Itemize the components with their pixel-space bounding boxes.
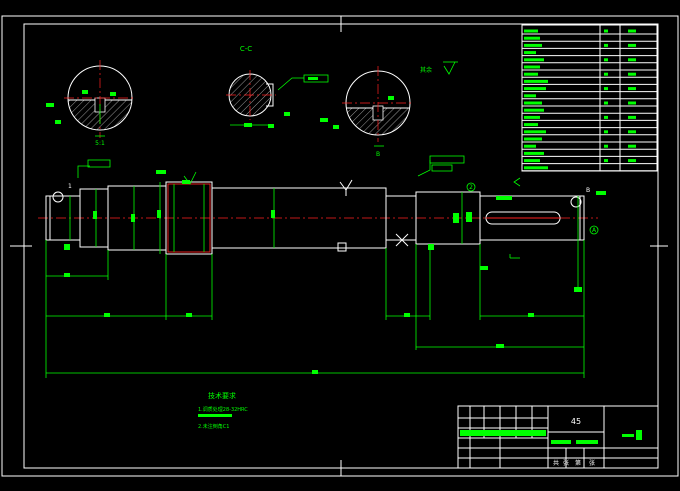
parameter-table-row-value <box>604 87 608 91</box>
parameter-table-row-value <box>628 87 636 91</box>
technical-requirements: 技术要求 1.调质处理28-32HRC 2.未注倒角C1 <box>198 391 248 430</box>
parameter-table-row-value <box>604 72 608 76</box>
title-block-logo-mark-2 <box>636 430 642 440</box>
parameter-table-row-value <box>604 144 608 148</box>
parameter-table-row-label <box>524 144 536 148</box>
small-square-marker <box>337 242 347 252</box>
parameter-table-row-value <box>604 130 608 134</box>
parameter-table-row-label <box>524 130 546 134</box>
parameter-table-row-value <box>628 115 636 119</box>
section-left-scale: 5:1 <box>95 140 105 147</box>
parameter-table-row-label <box>524 108 544 112</box>
parameter-table-row-value <box>628 58 636 62</box>
tech-req-item-1: 1.调质处理28-32HRC <box>198 406 248 413</box>
title-block-material: 45 <box>571 417 581 426</box>
parameter-table-row-label <box>524 43 542 47</box>
parameter-table-row-value <box>604 29 608 33</box>
datum-a-label: A <box>592 227 597 234</box>
parameter-table-row-label <box>524 29 538 33</box>
title-block-cell-4: 张 <box>589 459 595 467</box>
section-right-scale: B <box>376 151 380 158</box>
balloon-2-label: 2 <box>469 184 473 191</box>
datum-markers: 2 A 1 B <box>68 182 599 235</box>
dimension-lines <box>45 155 606 378</box>
tech-req-item-2: 2.未注倒角C1 <box>198 423 229 430</box>
inner-drawing-frame <box>23 23 659 469</box>
balloon-1-label: 1 <box>68 183 72 190</box>
title-block-label-scale <box>551 440 571 444</box>
parameter-table-row-value <box>604 43 608 47</box>
parameter-table-row-value <box>628 159 636 163</box>
title-block-label-weight <box>576 440 598 444</box>
title-block-cell-1: 共 <box>553 459 559 467</box>
tech-req-title: 技术要求 <box>208 391 236 400</box>
parameter-table-row-label <box>524 51 536 55</box>
parameter-table-row-label <box>524 159 540 163</box>
parameter-table-row-label <box>524 87 546 91</box>
parameter-table-row-value <box>628 130 636 134</box>
parameter-table-row-label <box>524 115 540 119</box>
parameter-table-row-value <box>628 72 636 76</box>
title-block-cell-2: 张 <box>563 459 569 467</box>
section-view-left: 5:1 <box>46 60 136 147</box>
parameter-table <box>521 24 658 172</box>
parameter-table-row-label <box>524 101 542 105</box>
parameter-table-row-value <box>628 43 636 47</box>
parameter-table-row-value <box>604 58 608 62</box>
title-block-cell-3: 第 <box>575 459 581 467</box>
title-block: 45 共 张 第 张 <box>457 405 659 469</box>
parameter-table-row-label <box>524 58 544 62</box>
parameter-table-row-label <box>524 151 544 155</box>
parameter-table-row-label <box>524 79 548 83</box>
shaft-main-view <box>38 179 598 255</box>
parameter-table-row-label <box>524 36 540 40</box>
parameter-table-row-value <box>628 29 636 33</box>
parameter-table-row-label <box>524 123 538 127</box>
parameter-table-row-label <box>524 94 536 98</box>
parameter-table-row-label <box>524 166 548 170</box>
roughness-note: 其余 <box>420 61 458 75</box>
parameter-table-row-value <box>604 159 608 163</box>
title-block-logo-mark <box>622 434 634 437</box>
parameter-table-row-value <box>604 115 608 119</box>
section-c-c-label: C-C <box>240 45 252 53</box>
section-view-right: B <box>320 66 414 158</box>
left-hole-marker <box>52 191 64 203</box>
section-view-middle: C-C <box>226 45 329 128</box>
parameter-table-row-value <box>628 101 636 105</box>
roughness-note-text: 其余 <box>420 66 432 74</box>
outer-sheet-border <box>1 15 679 477</box>
right-hole-marker <box>570 196 582 208</box>
parameter-table-row-label <box>524 137 542 141</box>
parameter-table-row-value <box>628 144 636 148</box>
datum-b-label: B <box>586 187 590 194</box>
parameter-table-row-value <box>604 101 608 105</box>
parameter-table-row-label <box>524 72 538 76</box>
parameter-table-row-label <box>524 65 540 69</box>
title-block-label-row <box>460 430 546 436</box>
